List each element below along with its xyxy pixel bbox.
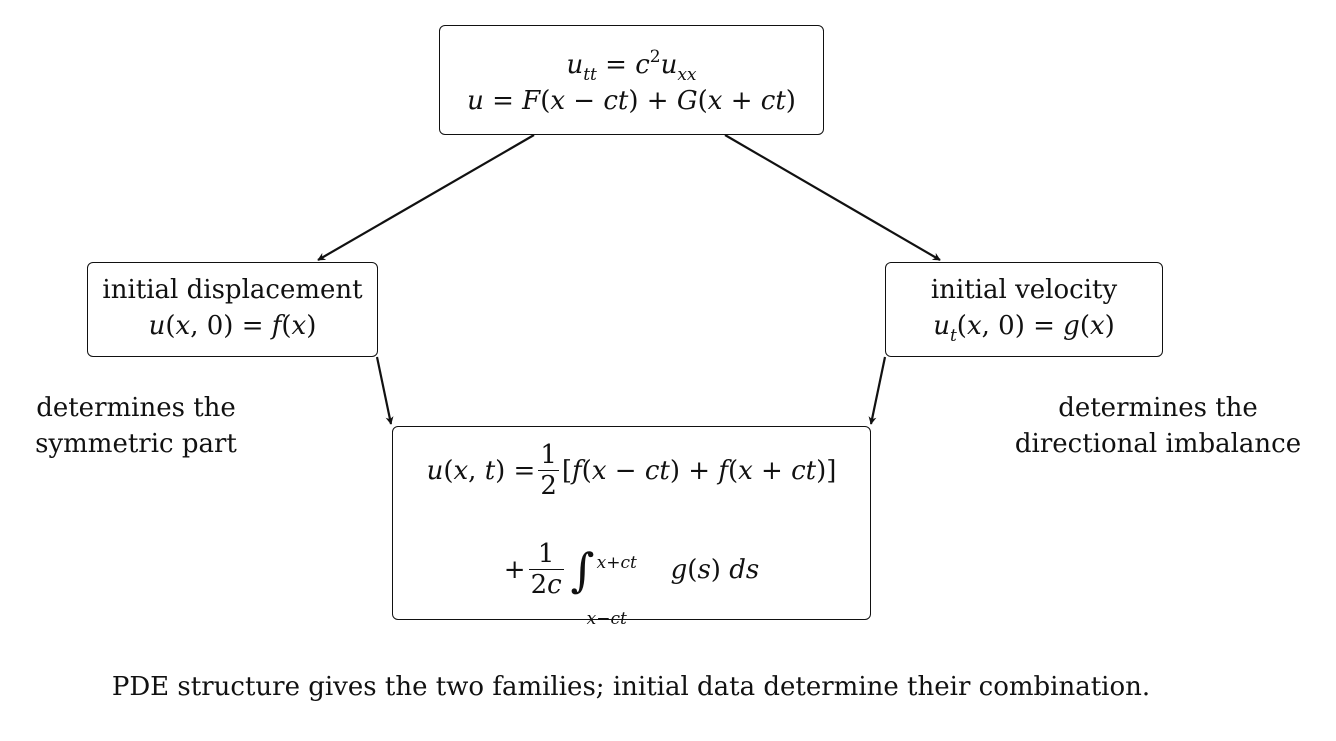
initial-displacement-title: initial displacement: [102, 275, 363, 305]
note-right-line-1: determines the: [1058, 393, 1258, 423]
arrow-top-to-left: [317, 134, 535, 261]
initial-displacement-condition: u(x, 0) = f(x): [148, 311, 317, 341]
initial-displacement-box: initial displacement u(x, 0) = f(x): [87, 262, 378, 357]
note-left-line-2: symmetric part: [35, 429, 237, 459]
initial-velocity-condition: ut(x, 0) = g(x): [933, 311, 1115, 346]
initial-velocity-title: initial velocity: [930, 275, 1118, 305]
arrow-left-to-bottom: [375, 356, 394, 425]
note-right-line-2: directional imbalance: [1014, 429, 1302, 459]
pde-box: utt = c2uxx u = F(x − ct) + G(x + ct): [439, 25, 824, 135]
general-solution: u = F(x − ct) + G(x + ct): [467, 86, 796, 116]
pde-equation: utt = c2uxx: [566, 47, 697, 85]
arrow-right-to-bottom: [868, 356, 887, 425]
note-left-line-1: determines the: [36, 393, 236, 423]
initial-velocity-box: initial velocity ut(x, 0) = g(x): [885, 262, 1163, 357]
note-directional-imbalance: determines the directional imbalance: [1010, 390, 1306, 462]
integral-sign: ∫: [570, 543, 595, 597]
diagram-caption: PDE structure gives the two families; in…: [111, 672, 1151, 702]
arrow-top-to-right: [724, 134, 941, 261]
note-symmetric-part: determines the symmetric part: [20, 390, 252, 462]
